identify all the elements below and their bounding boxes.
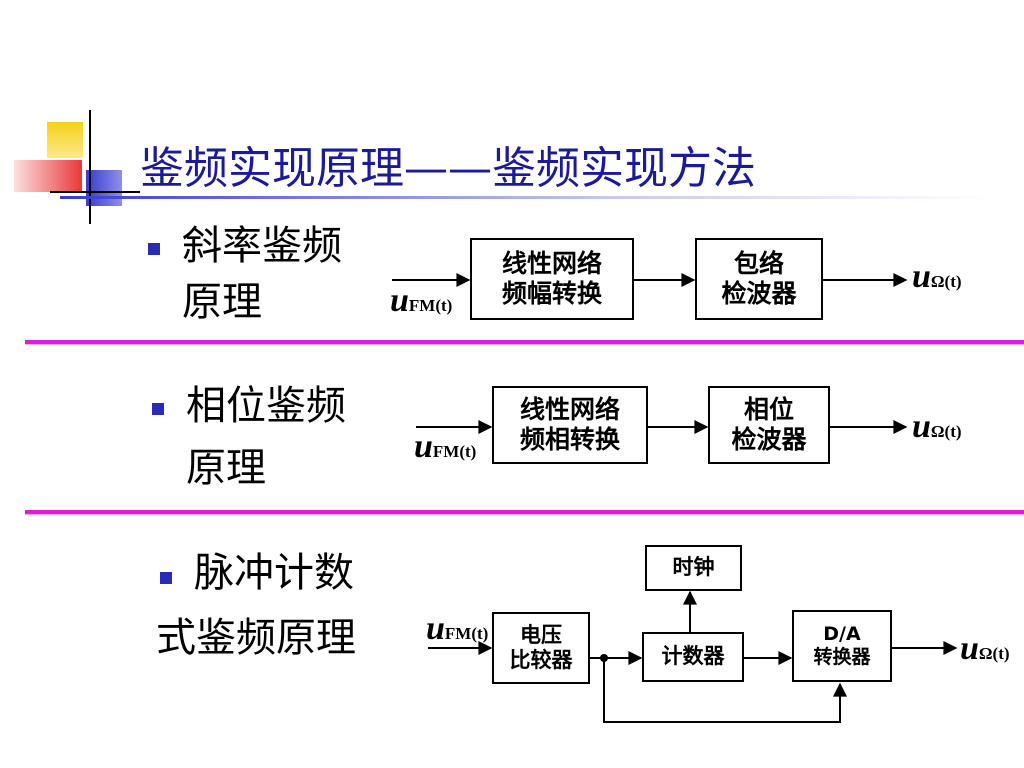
block-counter: 计数器 — [642, 632, 744, 682]
input-signal-1: uFM(t) — [390, 282, 453, 319]
deco-yellow-square — [47, 122, 83, 158]
bullet-marker-1 — [148, 243, 160, 255]
input-signal-2: uFM(t) — [414, 428, 477, 465]
deco-blue-square — [86, 170, 122, 206]
block-linear-network-amplitude: 线性网络 频幅转换 — [470, 238, 634, 320]
bullet-marker-3 — [160, 572, 172, 584]
block-da-converter: D/A 转换器 — [792, 610, 892, 682]
section-separator-2 — [25, 510, 1024, 515]
section-2-label-line1: 相位鉴频 — [186, 383, 346, 429]
section-1-label-line1: 斜率鉴频 — [182, 223, 342, 269]
section-3-label-line1: 脉冲计数 — [194, 550, 354, 596]
junction-dot — [600, 654, 608, 662]
deco-red-square — [14, 160, 82, 192]
section-2-label-line2: 原理 — [186, 445, 266, 491]
output-signal-1: uΩ(t) — [912, 258, 962, 295]
block-clock: 时钟 — [645, 545, 742, 591]
block-linear-network-phase: 线性网络 频相转换 — [492, 386, 648, 464]
section-3-label-line2: 式鉴频原理 — [156, 615, 356, 661]
slide-title: 鉴频实现原理——鉴频实现方法 — [140, 143, 756, 194]
input-signal-3: uFM(t) — [426, 610, 489, 647]
bullet-marker-2 — [152, 403, 164, 415]
output-signal-3: uΩ(t) — [960, 630, 1010, 667]
block-phase-detector: 相位 检波器 — [708, 386, 830, 464]
decorative-corner-graphic — [14, 110, 140, 224]
title-underline — [60, 196, 990, 199]
wire-s3-feedback — [603, 658, 847, 723]
output-signal-2: uΩ(t) — [912, 408, 962, 445]
section-1-label-line2: 原理 — [182, 279, 262, 325]
section-separator-1 — [25, 340, 1024, 345]
block-envelope-detector: 包络 检波器 — [695, 238, 823, 320]
block-voltage-comparator: 电压 比较器 — [492, 612, 590, 684]
